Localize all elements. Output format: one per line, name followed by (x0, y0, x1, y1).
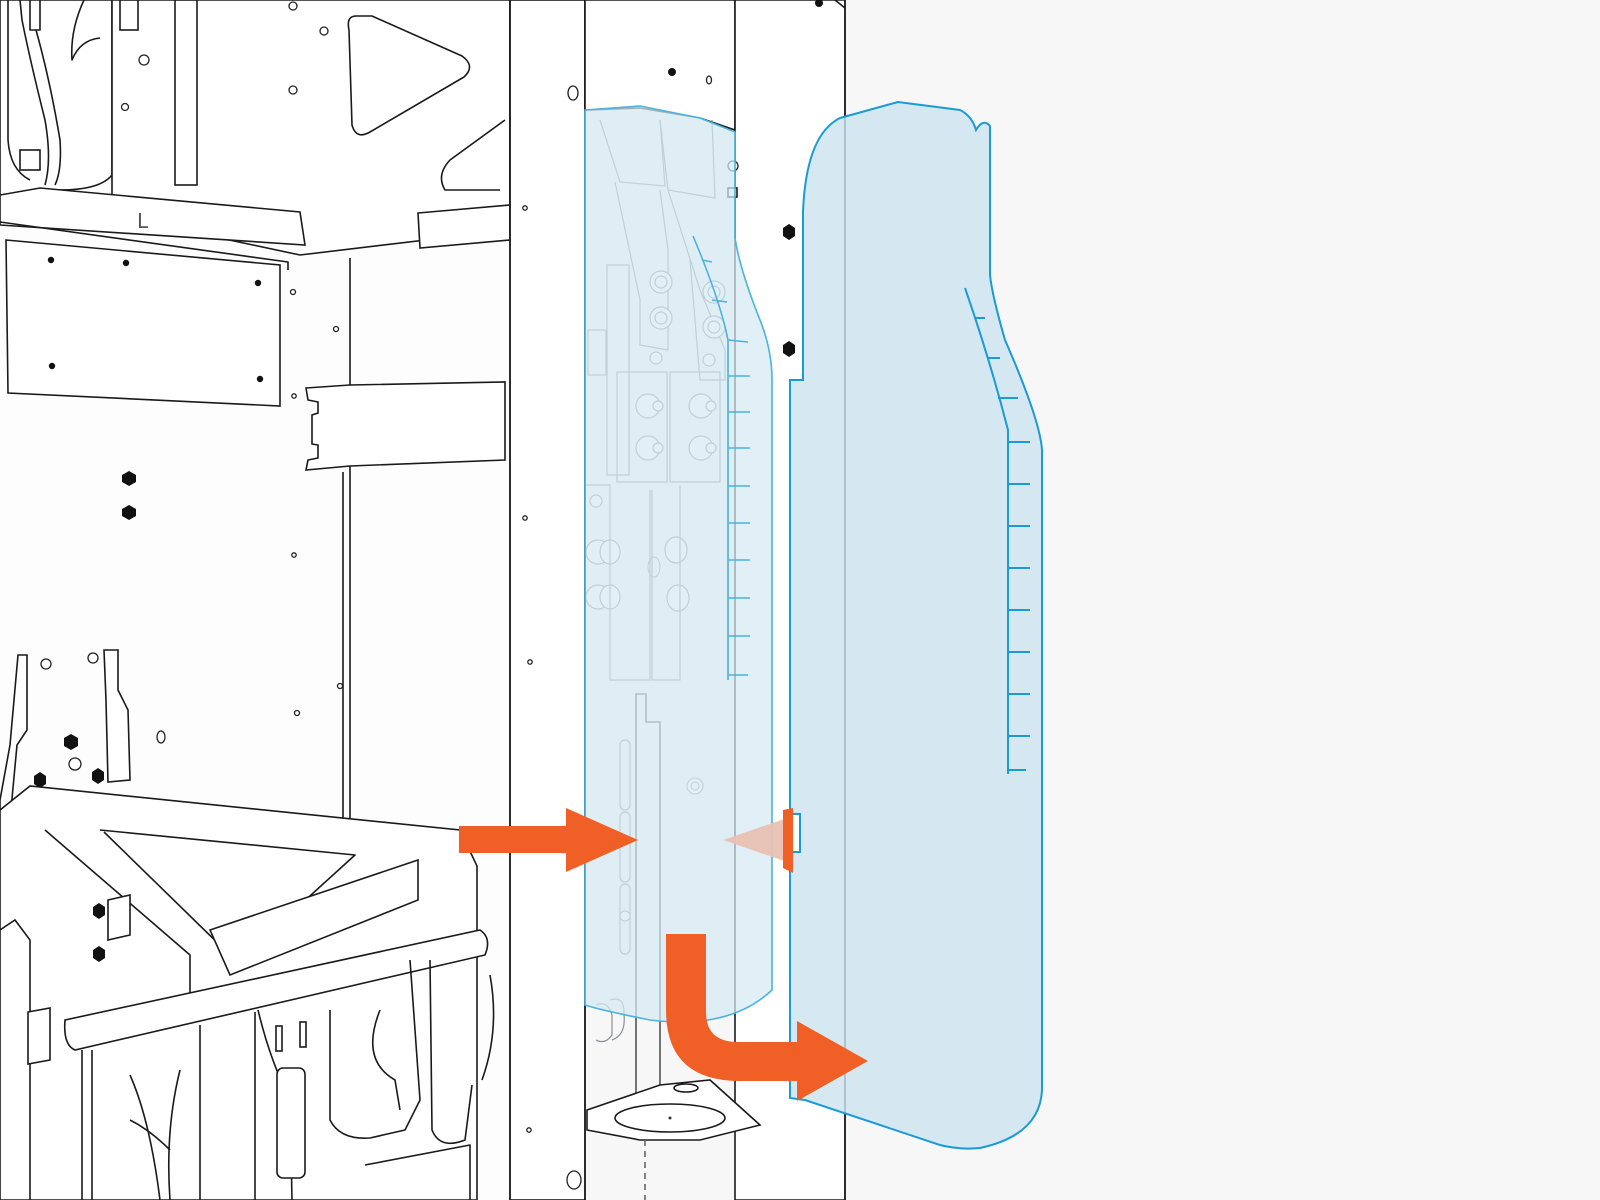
lift-out-arrow (666, 934, 868, 1101)
letter-marking: L (137, 209, 149, 233)
push-arrow (459, 808, 638, 872)
faded-arrow (723, 816, 793, 864)
machine-frame: L (0, 0, 511, 1200)
removed-side-cover (789, 100, 1043, 1150)
lower-mount-plate (586, 1079, 762, 1200)
installed-side-cover (584, 105, 773, 1023)
installed-cover-ribs (692, 235, 750, 680)
arrows (459, 808, 868, 1101)
removed-cover-ribs (964, 287, 1030, 774)
